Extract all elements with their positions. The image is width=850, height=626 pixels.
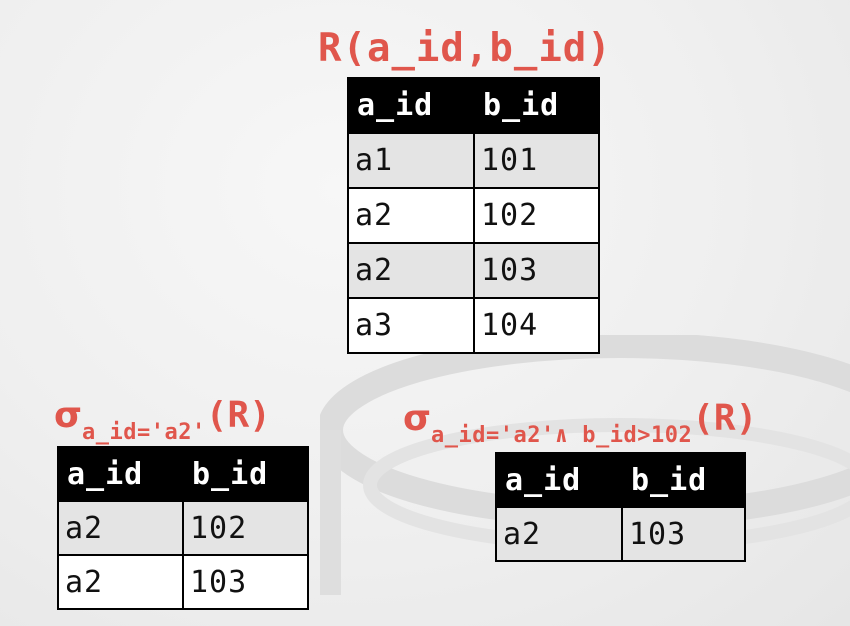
cell-a-id: a2 bbox=[495, 506, 623, 562]
cell-b-id: 103 bbox=[473, 242, 600, 299]
relation-r-title: R(a_id,b_id) bbox=[318, 26, 612, 71]
selection-predicate: a_id='a2' bbox=[82, 420, 206, 445]
selection-predicate: a_id='a2'∧ b_id>102 bbox=[431, 423, 693, 448]
table-header-row: a_id b_id bbox=[57, 446, 309, 502]
sigma-symbol: σ bbox=[54, 395, 83, 436]
cell-a-id: a3 bbox=[347, 297, 475, 354]
table-row: a2 103 bbox=[347, 242, 600, 299]
column-header-b-id: b_id bbox=[621, 452, 746, 508]
cell-b-id: 102 bbox=[473, 187, 600, 244]
table-header-row: a_id b_id bbox=[495, 452, 746, 508]
cell-b-id: 104 bbox=[473, 297, 600, 354]
selection-operand: (R) bbox=[205, 395, 271, 436]
table-row: a2 102 bbox=[57, 500, 309, 556]
cell-b-id: 103 bbox=[182, 554, 309, 610]
cell-a-id: a2 bbox=[57, 500, 184, 556]
cell-a-id: a2 bbox=[347, 187, 475, 244]
cell-b-id: 101 bbox=[473, 132, 600, 189]
table-row: a3 104 bbox=[347, 297, 600, 354]
table-row: a1 101 bbox=[347, 132, 600, 189]
table-row: a2 103 bbox=[57, 554, 309, 610]
column-header-b-id: b_id bbox=[473, 77, 600, 134]
cell-b-id: 102 bbox=[182, 500, 309, 556]
cell-a-id: a1 bbox=[347, 132, 475, 189]
column-header-a-id: a_id bbox=[57, 446, 184, 502]
sigma-symbol: σ bbox=[403, 398, 432, 439]
table-header-row: a_id b_id bbox=[347, 77, 600, 134]
selection-right-title: σa_id='a2'∧ b_id>102(R) bbox=[403, 395, 757, 449]
selection-operand: (R) bbox=[692, 398, 758, 439]
table-row: a2 102 bbox=[347, 187, 600, 244]
column-header-a-id: a_id bbox=[495, 452, 623, 508]
table-row: a2 103 bbox=[495, 506, 746, 562]
column-header-b-id: b_id bbox=[182, 446, 309, 502]
relation-r-table: a_id b_id a1 101 a2 102 a2 103 a3 104 bbox=[347, 77, 600, 354]
selection-left-table: a_id b_id a2 102 a2 103 bbox=[57, 446, 309, 610]
cell-a-id: a2 bbox=[57, 554, 184, 610]
selection-left-title: σa_id='a2'(R) bbox=[54, 392, 271, 446]
cell-b-id: 103 bbox=[621, 506, 746, 562]
column-header-a-id: a_id bbox=[347, 77, 475, 134]
selection-right-table: a_id b_id a2 103 bbox=[495, 452, 746, 562]
cell-a-id: a2 bbox=[347, 242, 475, 299]
